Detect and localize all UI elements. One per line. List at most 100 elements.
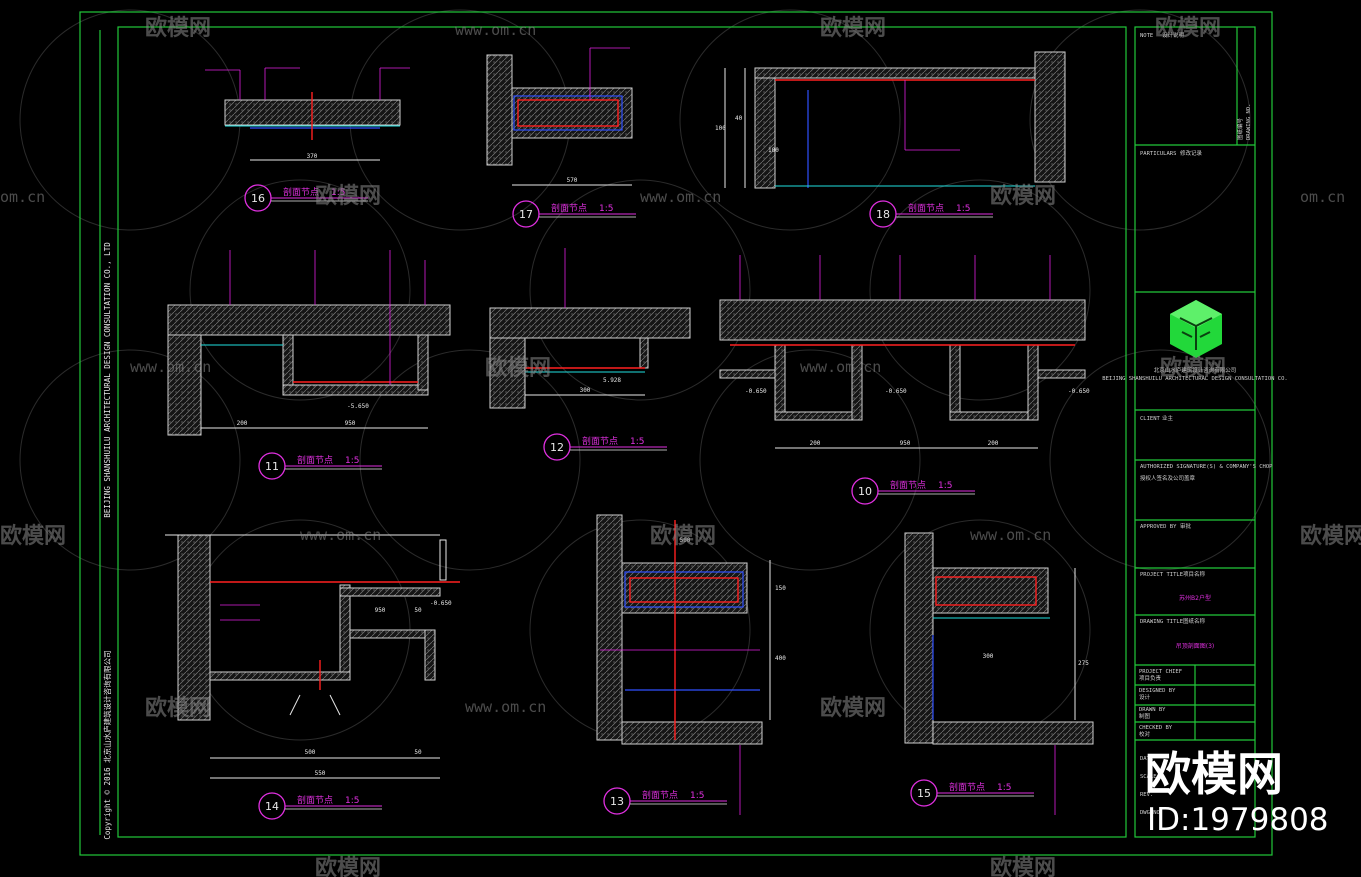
detail-title: 剖面节点 (949, 781, 985, 793)
svg-text:100: 100 (715, 125, 726, 132)
copyright-text: Copyright © 2016 北京山水庐建筑设计咨询有限公司 (102, 650, 112, 839)
firm-logo: 北京山水庐建筑设计咨询有限公司 BEIJING SHANSHUILU ARCHI… (1102, 300, 1288, 382)
svg-text:SCALE: SCALE (1140, 774, 1157, 780)
svg-text:550: 550 (315, 770, 326, 777)
detail-title: 剖面节点 (551, 202, 587, 214)
detail-number: 13 (610, 795, 624, 808)
svg-text:欧模网: 欧模网 (1155, 15, 1221, 41)
detail-scale: 1:5 (331, 188, 345, 198)
svg-text:DATE: DATE (1140, 756, 1153, 762)
detail-title: 剖面节点 (908, 202, 944, 214)
svg-text:www.om.cn: www.om.cn (970, 526, 1051, 544)
svg-text:www.om.cn: www.om.cn (130, 358, 211, 376)
svg-text:DWG NO.: DWG NO. (1140, 810, 1163, 816)
detail-scale: 1:5 (956, 204, 970, 214)
svg-text:-0.650: -0.650 (745, 388, 767, 395)
detail-14: 500 50 550 950 50 -0.650 (165, 534, 460, 779)
svg-text:设计说明: 设计说明 (1162, 31, 1185, 39)
detail-15: 300 275 (904, 532, 1094, 815)
detail-number: 17 (519, 208, 533, 221)
detail-number: 15 (917, 787, 931, 800)
logo-caption-cn: 北京山水庐建筑设计咨询有限公司 (1154, 366, 1237, 374)
svg-text:950: 950 (900, 440, 911, 447)
svg-text:200: 200 (237, 420, 248, 427)
detail-11: 200 950 -5.650 (167, 250, 451, 436)
svg-text:审批: 审批 (1180, 522, 1192, 530)
svg-text:40: 40 (735, 115, 743, 122)
svg-text:DRAWING TITLE: DRAWING TITLE (1140, 619, 1183, 625)
detail-scale: 1:5 (938, 481, 952, 491)
svg-text:欧模网: 欧模网 (1160, 355, 1226, 381)
detail-number: 10 (858, 485, 872, 498)
detail-title: 剖面节点 (642, 789, 678, 801)
svg-text:www.om.cn: www.om.cn (455, 21, 536, 39)
svg-text:950: 950 (375, 607, 386, 614)
svg-text:制图: 制图 (1139, 712, 1151, 720)
svg-text:CLIENT: CLIENT (1140, 416, 1161, 422)
svg-text:500: 500 (305, 749, 316, 756)
svg-text:DRAWING NO.: DRAWING NO. (1246, 104, 1252, 140)
svg-text:www.om.cn: www.om.cn (300, 526, 381, 544)
drawing-frame (117, 26, 1127, 838)
svg-text:APPROVED BY: APPROVED BY (1140, 524, 1177, 530)
svg-text:欧模网: 欧模网 (990, 183, 1056, 209)
svg-text:PROJECT CHIEF: PROJECT CHIEF (1139, 669, 1182, 675)
detail-title: 剖面节点 (890, 479, 926, 491)
detail-number: 12 (550, 441, 564, 454)
svg-text:-0.650: -0.650 (430, 600, 452, 607)
svg-text:5.928: 5.928 (603, 377, 621, 384)
svg-text:www.om.cn: www.om.cn (465, 698, 546, 716)
svg-text:欧模网: 欧模网 (650, 523, 716, 549)
svg-text:欧模网: 欧模网 (145, 695, 211, 721)
svg-text:图纸编号: 图纸编号 (1236, 117, 1244, 140)
detail-title: 剖面节点 (297, 794, 333, 806)
svg-text:欧模网: 欧模网 (145, 15, 211, 41)
svg-text:370: 370 (307, 153, 318, 160)
watermark-rings (19, 9, 1271, 741)
watermarks: 欧模网 www.om.cn 欧模网 欧模网 om.cn 欧模网 www.om.c… (0, 15, 1361, 877)
svg-text:500: 500 (680, 537, 691, 544)
svg-text:项目名称: 项目名称 (1183, 570, 1206, 578)
svg-text:授权人签名及公司盖章: 授权人签名及公司盖章 (1140, 474, 1196, 482)
outer-frame (79, 11, 1273, 856)
svg-text:项目负责: 项目负责 (1139, 674, 1162, 682)
svg-text:CHECKED BY: CHECKED BY (1139, 725, 1173, 731)
svg-text:570: 570 (567, 177, 578, 184)
svg-text:PROJECT TITLE: PROJECT TITLE (1140, 572, 1183, 578)
watermark-big-brand: 欧模网 (1145, 747, 1283, 801)
detail-scale: 1:5 (690, 791, 704, 801)
svg-text:欧模网: 欧模网 (0, 523, 66, 549)
watermark-id: ID:1979808 (1147, 802, 1329, 838)
svg-text:100: 100 (768, 147, 779, 154)
svg-text:欧模网: 欧模网 (485, 355, 551, 381)
detail-title: 剖面节点 (297, 454, 333, 466)
svg-text:欧模网: 欧模网 (820, 695, 886, 721)
svg-text:欧模网: 欧模网 (990, 855, 1056, 877)
svg-text:om.cn: om.cn (0, 188, 45, 206)
svg-text:欧模网: 欧模网 (315, 855, 381, 877)
svg-text:校对: 校对 (1139, 730, 1151, 738)
svg-text:吊顶剖面图(3): 吊顶剖面图(3) (1176, 642, 1215, 650)
detail-scale: 1:5 (630, 437, 644, 447)
svg-text:www.om.cn: www.om.cn (800, 358, 881, 376)
svg-text:-0.650: -0.650 (885, 388, 907, 395)
detail-number: 14 (265, 800, 279, 813)
svg-text:www.om.cn: www.om.cn (640, 188, 721, 206)
svg-text:欧模网: 欧模网 (820, 15, 886, 41)
detail-scale: 1:5 (997, 783, 1011, 793)
svg-text:150: 150 (775, 585, 786, 592)
detail-title: 剖面节点 (283, 186, 319, 198)
svg-text:业主: 业主 (1162, 414, 1174, 422)
detail-scale: 1:5 (345, 456, 359, 466)
svg-text:欧模网: 欧模网 (1300, 523, 1361, 549)
svg-text:50: 50 (414, 607, 422, 614)
detail-17: 570 (486, 47, 633, 186)
svg-text:AUTHORIZED SIGNATURE(S) & COMP: AUTHORIZED SIGNATURE(S) & COMPANY'S CHOP (1140, 464, 1273, 470)
svg-text:PARTICULARS: PARTICULARS (1140, 151, 1176, 157)
svg-text:-5.650: -5.650 (347, 403, 369, 410)
